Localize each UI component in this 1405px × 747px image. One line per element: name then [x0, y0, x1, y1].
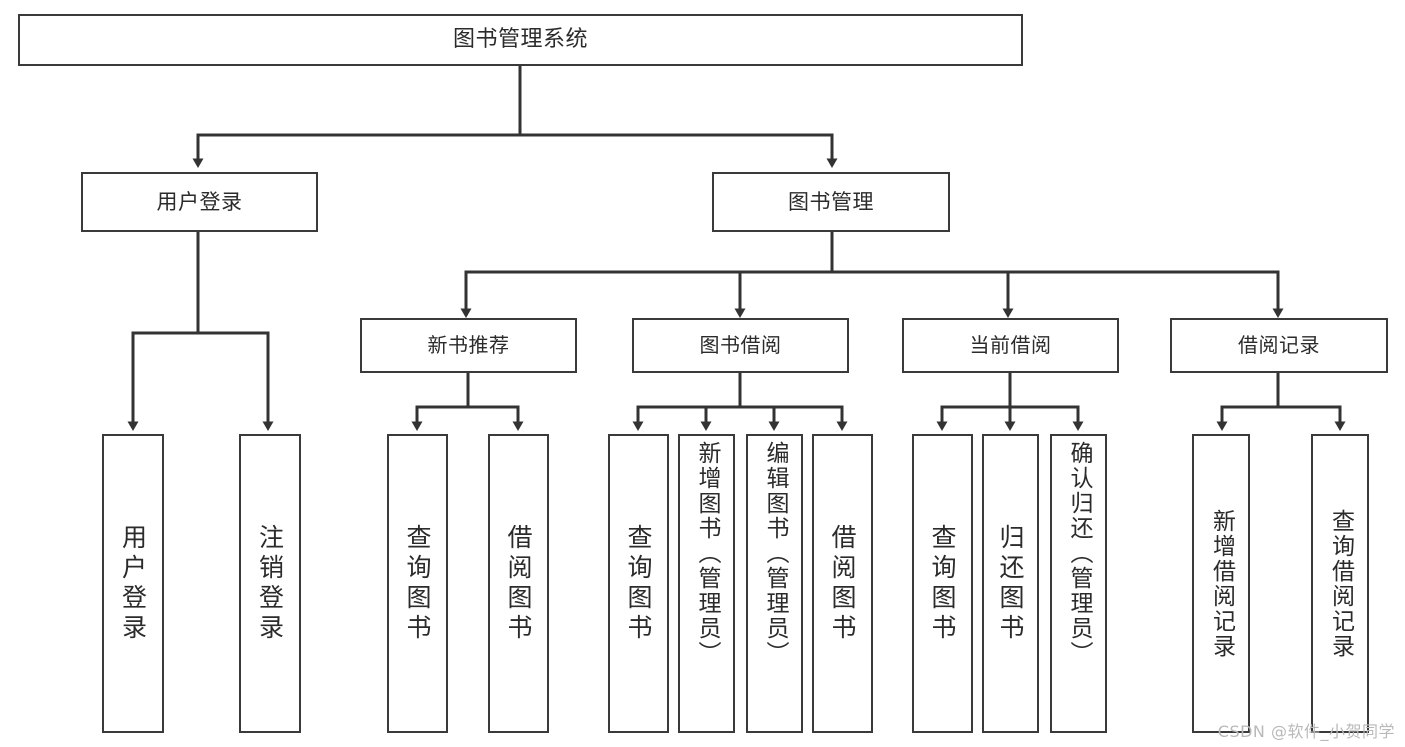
node-user-login[interactable]: 用户登录 — [81, 172, 318, 232]
node-label: 图书管理 — [788, 189, 874, 214]
node-label: 编辑图书（管理员） — [762, 441, 788, 666]
leaf-query-books-borrow[interactable]: 查询图书 — [608, 434, 669, 733]
node-label: 新书推荐 — [427, 332, 510, 357]
node-label: 借阅图书 — [828, 523, 857, 644]
csdn-watermark: CSDN @软件_小贺同学 — [1217, 722, 1395, 741]
leaf-query-borrow-record[interactable]: 查询借阅记录 — [1311, 434, 1369, 733]
node-label: 查询图书 — [403, 523, 432, 644]
node-label: 查询图书 — [624, 523, 653, 644]
node-label: 归还图书 — [996, 523, 1025, 644]
leaf-borrow-books[interactable]: 借阅图书 — [812, 434, 873, 733]
leaf-query-books-current[interactable]: 查询图书 — [912, 434, 973, 733]
node-label: 确认归还（管理员） — [1066, 441, 1092, 666]
node-label: 用户登录 — [156, 189, 243, 214]
leaf-user-login[interactable]: 用户登录 — [102, 434, 164, 733]
node-label: 借阅记录 — [1238, 332, 1320, 357]
leaf-edit-book-admin[interactable]: 编辑图书（管理员） — [746, 434, 803, 733]
leaf-add-borrow-record[interactable]: 新增借阅记录 — [1192, 434, 1250, 733]
node-label: 借阅图书 — [504, 523, 533, 644]
leaf-add-book-admin[interactable]: 新增图书（管理员） — [678, 434, 735, 733]
node-label: 新增借阅记录 — [1208, 508, 1235, 659]
node-root-book-management-system[interactable]: 图书管理系统 — [18, 14, 1023, 66]
node-current-borrowing[interactable]: 当前借阅 — [902, 318, 1119, 373]
node-borrowing-records[interactable]: 借阅记录 — [1170, 318, 1388, 373]
leaf-logout[interactable]: 注销登录 — [239, 434, 301, 733]
node-label: 当前借阅 — [969, 332, 1052, 357]
node-label: 用户登录 — [118, 523, 148, 644]
node-label: 查询借阅记录 — [1327, 508, 1354, 659]
node-book-borrowing[interactable]: 图书借阅 — [632, 318, 849, 373]
leaf-confirm-return-admin[interactable]: 确认归还（管理员） — [1050, 434, 1107, 733]
leaf-borrow-books-rec[interactable]: 借阅图书 — [488, 434, 549, 733]
node-label: 查询图书 — [928, 523, 957, 644]
node-new-book-recommendation[interactable]: 新书推荐 — [360, 318, 577, 373]
node-book-management[interactable]: 图书管理 — [712, 172, 950, 232]
node-label: 注销登录 — [255, 523, 285, 644]
node-label: 图书借阅 — [699, 332, 782, 357]
leaf-return-books[interactable]: 归还图书 — [982, 434, 1039, 733]
node-label: 图书管理系统 — [452, 27, 588, 53]
leaf-query-books-rec[interactable]: 查询图书 — [387, 434, 448, 733]
node-label: 新增图书（管理员） — [694, 441, 720, 666]
